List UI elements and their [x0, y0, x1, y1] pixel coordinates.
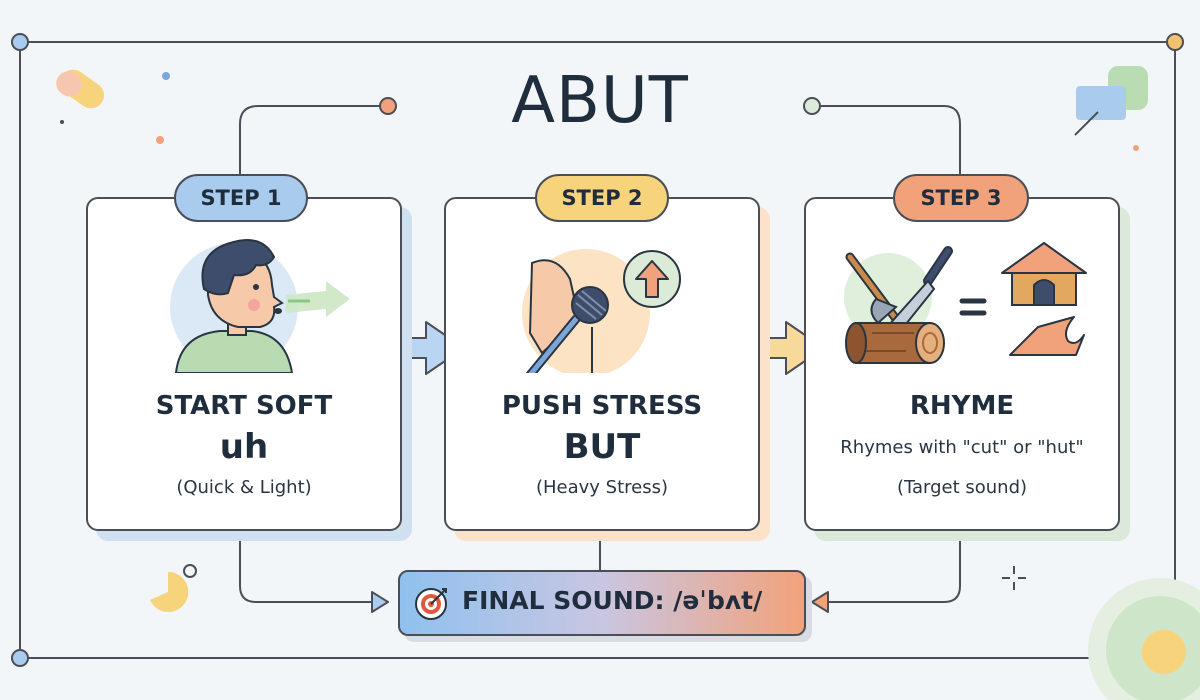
step-1-note: (Quick & Light): [176, 477, 312, 498]
decoration-dot: [183, 564, 197, 578]
connector-arrowhead: [811, 591, 829, 613]
step-1-sound: uh: [219, 427, 269, 467]
step-2-note: (Heavy Stress): [535, 477, 669, 498]
decoration-pie: [150, 571, 189, 612]
connector-line: [239, 527, 372, 603]
decoration-square-shape: [1074, 66, 1148, 136]
connector-line: [828, 527, 961, 603]
decoration-dot: [162, 72, 170, 80]
step-2-sound: BUT: [563, 427, 641, 467]
step-1-card: START SOFT uh (Quick & Light): [86, 197, 402, 531]
decoration-dot: [156, 136, 164, 144]
frame-corner-dot: [11, 33, 29, 51]
decoration-dot: [1133, 145, 1139, 151]
step-1-badge: STEP 1: [174, 174, 308, 222]
microphone-icon: [522, 249, 681, 373]
decoration-dot: [60, 120, 64, 124]
connector-dot: [379, 97, 397, 115]
arrow-up-icon: [635, 260, 669, 298]
decoration-sparkle: [1002, 566, 1026, 590]
frame-corner-dot: [1166, 33, 1184, 51]
final-sound-box: FINAL SOUND: /əˈbʌt/: [398, 570, 806, 636]
connector-line: [239, 105, 380, 174]
connector-arrowhead: [371, 591, 389, 613]
step-1-heading: START SOFT: [155, 391, 333, 421]
page-title: ABUT: [511, 64, 689, 138]
connector-line: [820, 105, 961, 174]
final-sound-text: FINAL SOUND: /əˈbʌt/: [462, 586, 763, 615]
step-2-card: PUSH STRESS BUT (Heavy Stress): [444, 197, 760, 531]
step-3-badge: STEP 3: [893, 174, 1029, 222]
rhyme-illustration: [844, 242, 1087, 364]
frame-corner-dot: [11, 649, 29, 667]
equals-icon: [959, 298, 987, 316]
step-2-heading: PUSH STRESS: [501, 391, 703, 421]
person-speaking-icon: [170, 239, 350, 373]
step-2-badge: STEP 2: [535, 174, 669, 222]
target-icon: [415, 588, 447, 620]
outer-frame: [19, 41, 1176, 659]
decoration-pill-shape: [56, 69, 105, 109]
step-3-card: RHYME Rhymes with "cut" or "hut" (Target…: [804, 197, 1120, 531]
step-3-note: (Target sound): [896, 477, 1028, 498]
decoration-circle-arcs: [1088, 578, 1200, 700]
connector-dot: [803, 97, 821, 115]
hut-icon: [1001, 242, 1087, 356]
log-icon: [845, 322, 945, 364]
step-3-description: Rhymes with "cut" or "hut": [840, 437, 1084, 458]
step-3-heading: RHYME: [909, 391, 1015, 421]
axe-icon: [845, 252, 907, 332]
